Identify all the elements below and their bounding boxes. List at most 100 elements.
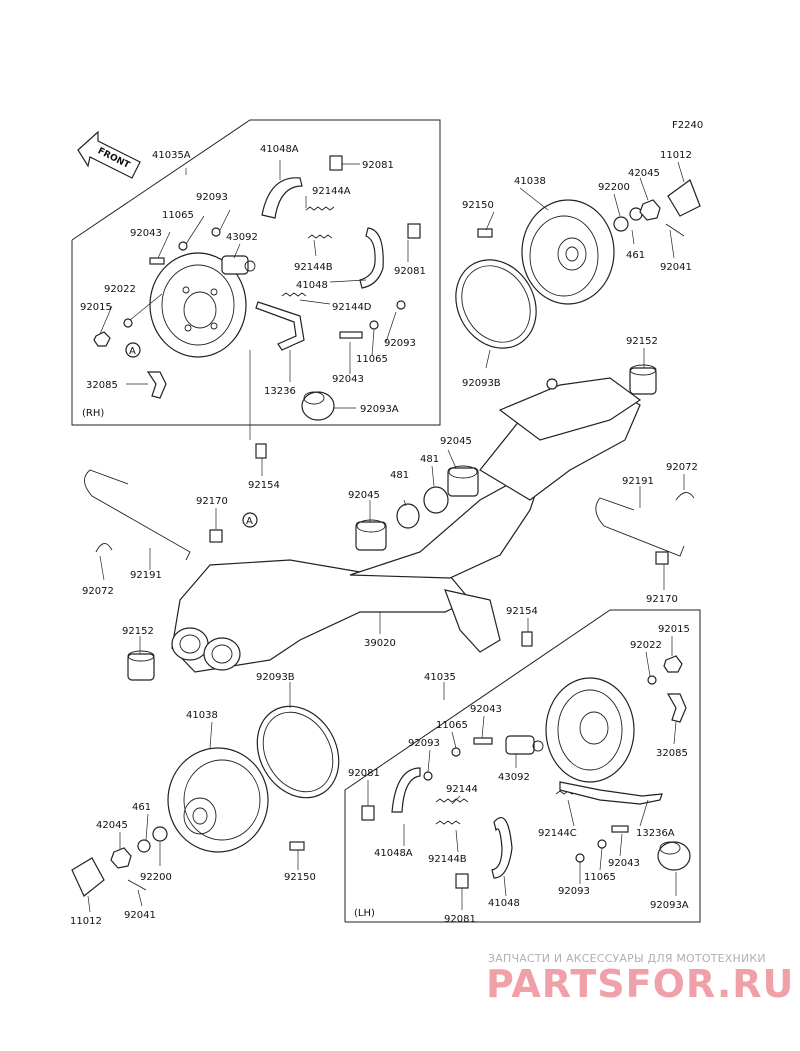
seal-ring-92093B-top [455,259,537,349]
backing-plate-rh [149,252,247,358]
part-11012-top: 11012 [660,150,692,161]
part-92144: 92144 [446,784,478,795]
lever-13236 [255,301,305,351]
wheel-cylinder-rh [221,255,256,275]
brake-shoe-41048-rh [359,227,384,289]
part-92093-rh-2: 92093 [384,338,416,349]
part-92152-left: 92152 [122,626,154,637]
washer-461-bottom [137,839,151,853]
part-labels: F2240 41035A 41048A 92081 92093 92144A 1… [70,120,703,927]
part-92191-right: 92191 [622,476,654,487]
bushing-92152-right [629,364,657,395]
spring-92144B-rh [307,234,333,239]
part-42045-bottom: 42045 [96,820,128,831]
part-92093-lh-2: 92093 [558,886,590,897]
clip-32085-lh [666,693,687,723]
seal-92093A-rh [301,391,335,421]
part-92200-top: 92200 [598,182,630,193]
pin-92043-rh-1 [149,257,165,265]
washer-92093-lh-1 [423,771,433,781]
part-92170-right: 92170 [646,594,678,605]
part-92045-upper: 92045 [440,436,472,447]
nut-42045-top [639,199,661,221]
washer-92093-rh-1 [211,227,221,237]
part-92150-bottom: 92150 [284,872,316,883]
lh-group-outline [344,609,701,923]
bearing-92045-upper [447,465,479,497]
part-92043-lh-1: 92043 [470,704,502,715]
part-41038-top: 41038 [514,176,546,187]
clip-92081-lh-2 [455,873,469,889]
part-41048A-rh: 41048A [260,144,299,155]
pin-92043-rh-2 [339,331,363,339]
part-11065-rh-1: 11065 [162,210,194,221]
clip-92072-right [675,492,695,501]
clamp-92170-right [655,551,669,565]
callout-a-rh [125,342,141,358]
watermark-logo: PARTSFOR.RU [486,962,795,1006]
part-11065-lh-1: 11065 [436,720,468,731]
spring-92144B-lh [435,820,461,825]
part-92093A-lh: 92093A [650,900,689,911]
seal-ring-92093B-bottom [256,705,340,799]
swingarm-39020 [171,377,642,673]
part-92144D: 92144D [332,302,372,313]
part-92081-lh-1: 92081 [348,768,380,779]
part-92152-right: 92152 [626,336,658,347]
brake-shoe-41048A-lh [391,767,421,813]
washer-92093-rh-2 [396,300,406,310]
part-41048-lh: 41048 [488,898,520,909]
brake-shoe-41048-lh [491,817,513,879]
part-39020: 39020 [364,638,396,649]
group-lh-label: (LH) [354,908,375,919]
washer-92200-bottom [152,826,168,842]
callout-a-label-2: A [246,516,253,527]
cap-11012-bottom [71,857,105,897]
part-92144C: 92144C [538,828,577,839]
clip-32085-rh [146,371,167,399]
cotter-pin-92041-top [665,223,685,237]
part-92072-left: 92072 [82,586,114,597]
part-92154-top: 92154 [248,480,280,491]
nut-92015-lh [663,655,683,673]
part-11065-rh-2: 11065 [356,354,388,365]
part-481-upper: 481 [420,454,439,465]
nut-92015-rh [93,331,111,347]
clip-92081-rh-2 [407,223,421,239]
part-32085-rh: 32085 [86,380,118,391]
part-92093B-bottom: 92093B [256,672,295,683]
clamp-92170-left [209,529,223,543]
pin-92043-lh-1 [473,737,493,745]
cap-11012-top [667,179,701,217]
washer-11065-lh-1 [451,747,461,757]
part-43092-lh: 43092 [498,772,530,783]
part-92191-left: 92191 [130,570,162,581]
part-92144B-lh: 92144B [428,854,467,865]
part-92015-rh: 92015 [80,302,112,313]
part-92041-bottom: 92041 [124,910,156,921]
bolt-92154-mid [521,631,533,647]
part-13236A: 13236A [636,828,675,839]
part-481-lower: 481 [390,470,409,481]
hose-92191-right [595,497,685,557]
callout-a-mid [242,512,258,528]
circlip-481-upper [423,486,449,514]
washer-11065-lh-2 [597,839,607,849]
spring-92144A [305,206,335,211]
wheel-cylinder-lh [505,735,544,755]
part-92043-rh-2: 92043 [332,374,364,385]
part-13236: 13236 [264,386,296,397]
bolt-92154-top [255,443,267,459]
part-41035A: 41035A [152,150,191,161]
brake-shoe-41048A-rh [261,177,303,219]
part-41048A-lh: 41048A [374,848,413,859]
part-92144A: 92144A [312,186,351,197]
bearing-92045-lower [355,519,387,551]
part-92022-rh: 92022 [104,284,136,295]
part-92093-rh-1: 92093 [196,192,228,203]
part-92093-lh-1: 92093 [408,738,440,749]
part-461-bottom: 461 [132,802,151,813]
watermark-tagline: ЗАПЧАСТИ И АКСЕССУАРЫ ДЛЯ МОТОТЕХНИКИ [488,952,766,965]
part-461-top: 461 [626,250,645,261]
part-92043-lh-2: 92043 [608,858,640,869]
